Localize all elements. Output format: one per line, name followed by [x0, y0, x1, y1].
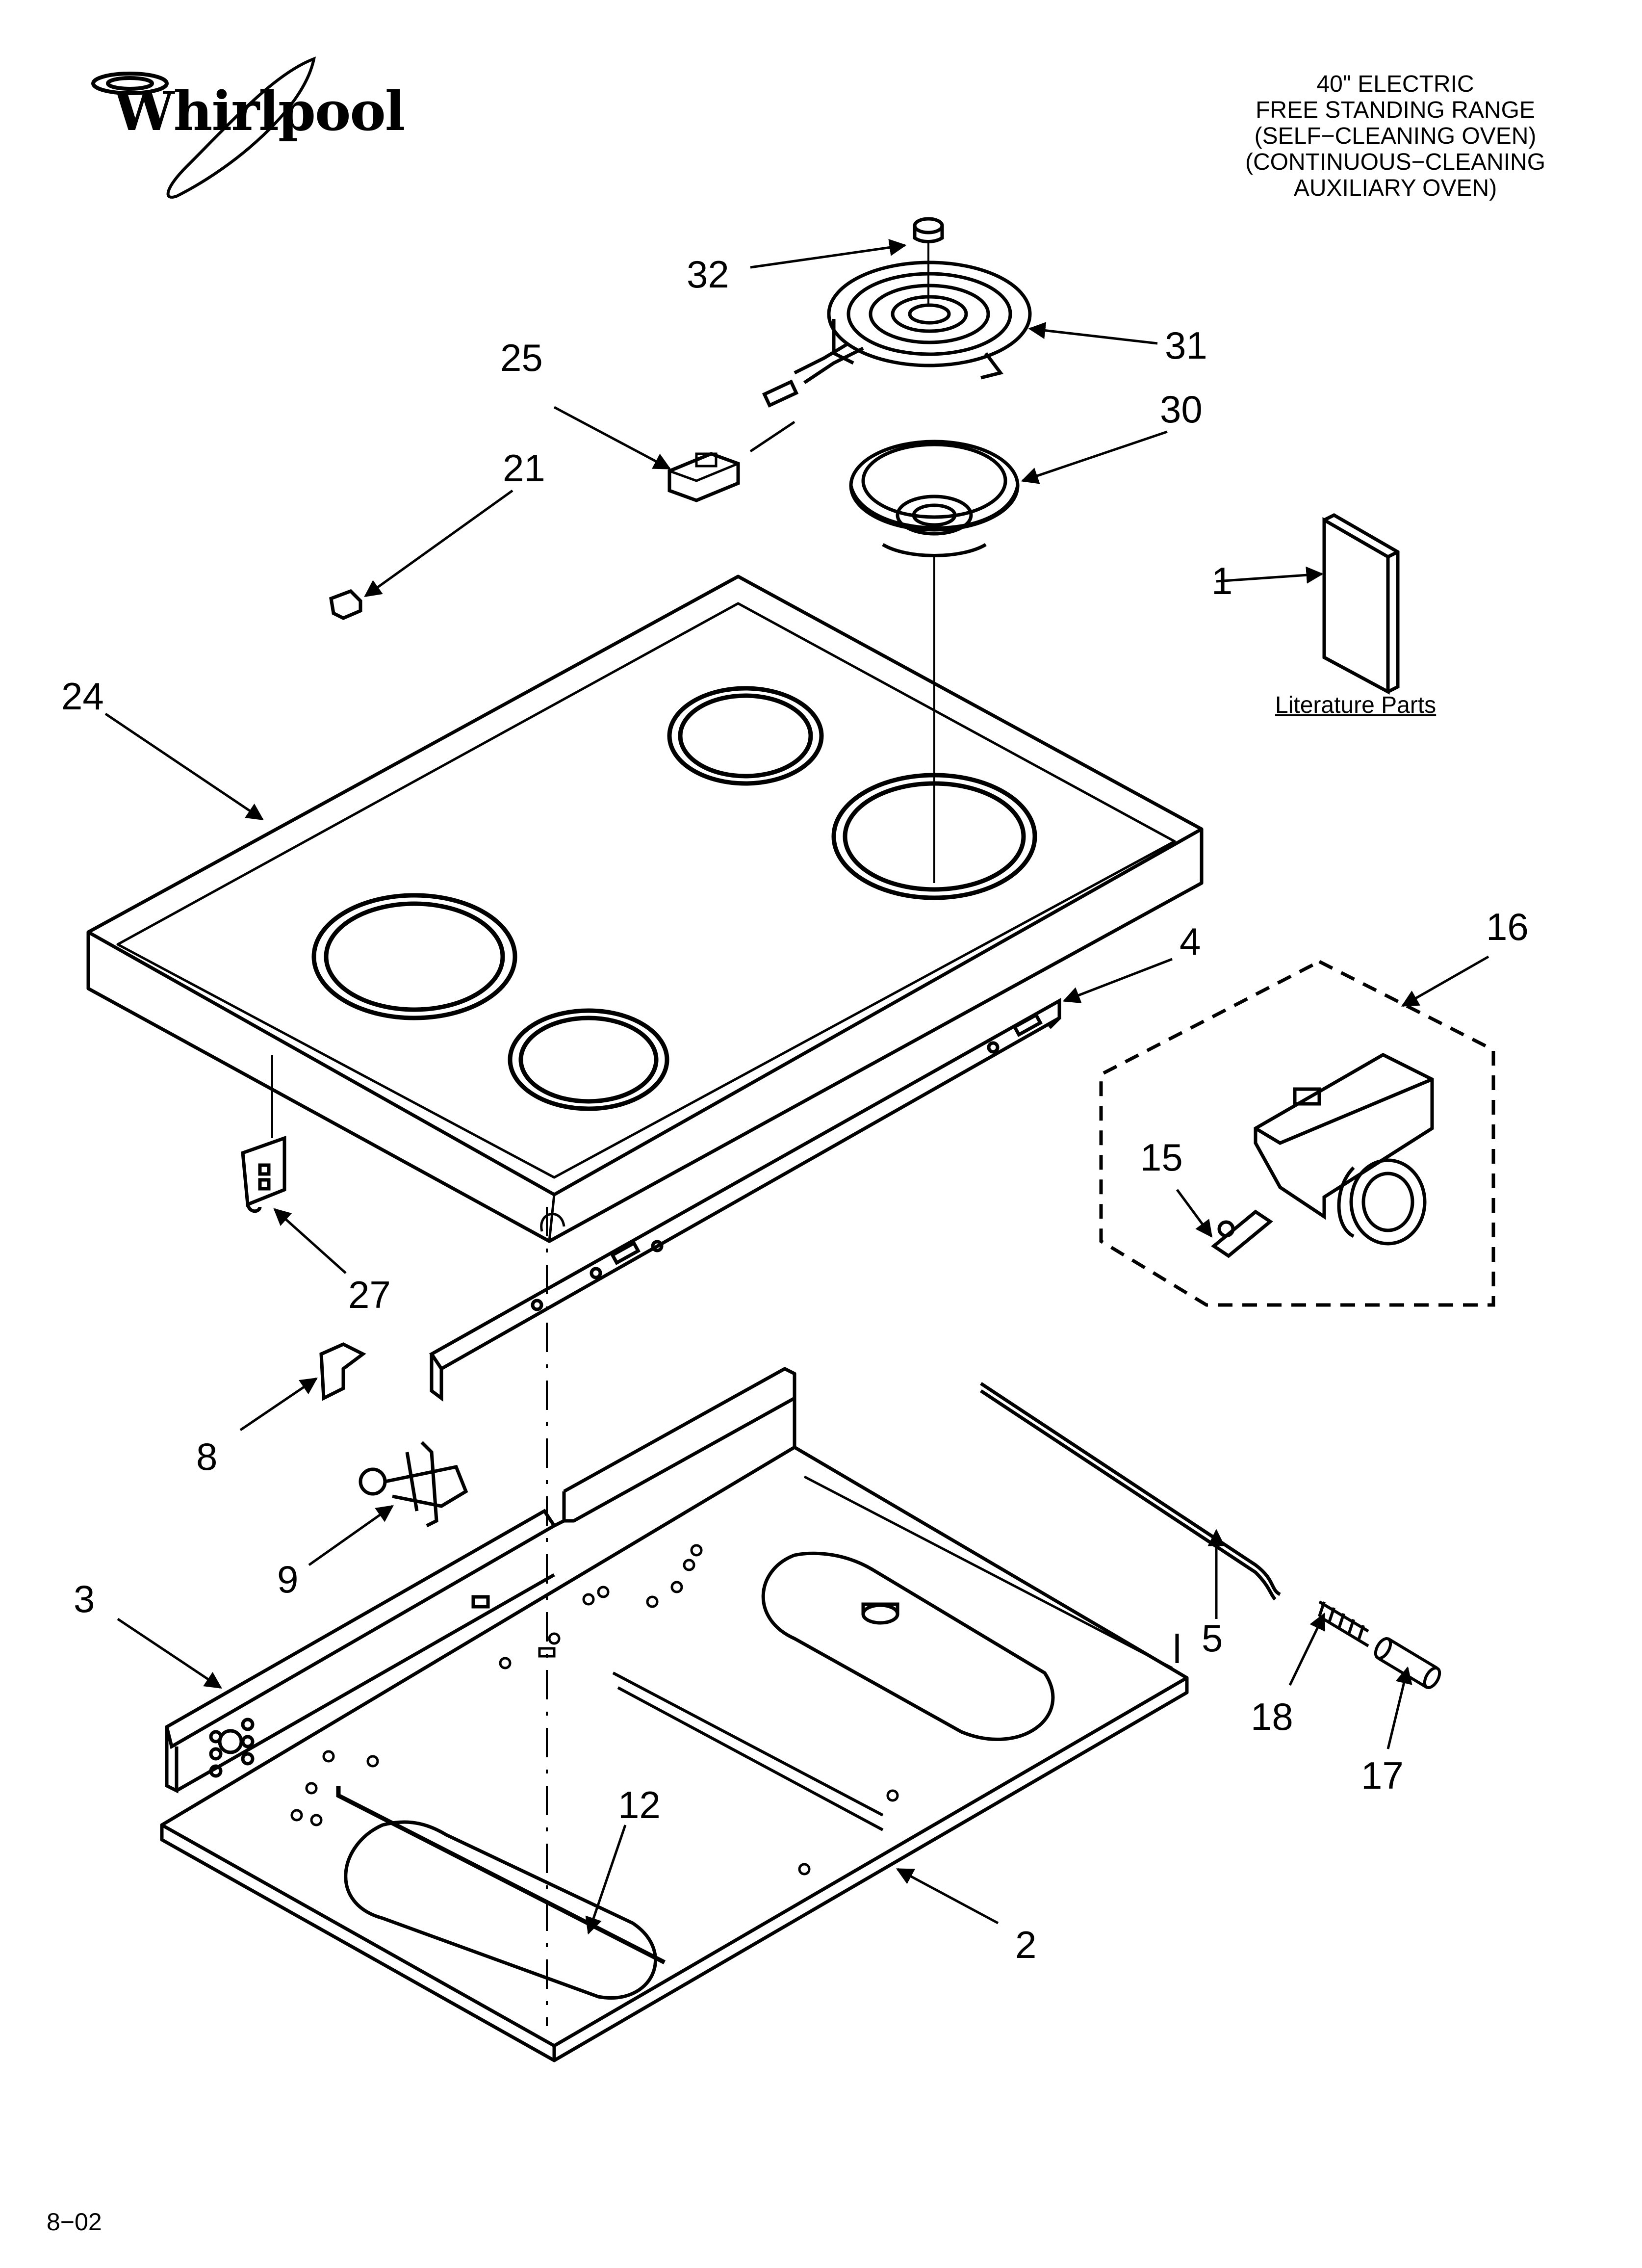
callout-25: 25: [500, 336, 543, 379]
whirlpool-logo: Whirlpool: [114, 79, 405, 143]
front-rail: [429, 998, 1061, 1402]
callout-31: 31: [1165, 324, 1207, 367]
literature-parts-label: Literature Parts: [1275, 692, 1437, 718]
clip-part: [329, 589, 362, 620]
callout-27: 27: [348, 1273, 391, 1316]
tray-openings: [344, 1551, 1055, 2000]
terminal-block: [667, 420, 795, 502]
alignment-lines: [271, 554, 935, 2026]
callout-16: 16: [1486, 905, 1529, 948]
callout-24: 24: [61, 675, 104, 718]
burner-box-tray: [160, 1367, 1189, 2062]
rod-5: [980, 1382, 1281, 1601]
bracket-27: [241, 1136, 286, 1213]
title-line: FREE STANDING RANGE: [1256, 97, 1535, 123]
callout-30: 30: [1160, 388, 1203, 431]
bracket-8: [319, 1342, 366, 1401]
surface-burner-element: [762, 261, 1032, 408]
model-title-block: 40" ELECTRIC FREE STANDING RANGE (SELF−C…: [1192, 71, 1599, 201]
drip-bowl: [849, 440, 1020, 557]
leader-arrows: [104, 239, 1489, 1935]
burner-cap-32: [913, 217, 944, 304]
tray-holes: [290, 1544, 899, 1876]
control-bracket-3: [164, 1509, 557, 1794]
title-line: (SELF−CLEANING OVEN): [1254, 123, 1537, 149]
callout-8: 8: [196, 1435, 218, 1478]
clock-assembly-group: [1099, 960, 1495, 1307]
tray-rod-12: [336, 1786, 666, 1965]
whirlpool-logo-swirl: [91, 56, 316, 199]
spring-18: [1318, 1600, 1369, 1647]
title-line: AUXILIARY OVEN): [1293, 175, 1497, 201]
literature-booklet: [1322, 513, 1400, 695]
callout-21: 21: [503, 446, 545, 490]
callout-5: 5: [1202, 1616, 1223, 1660]
callout-9: 9: [277, 1558, 299, 1601]
callout-15: 15: [1140, 1136, 1183, 1179]
title-line: 40" ELECTRIC: [1316, 71, 1474, 97]
sleeve-17: [1374, 1637, 1441, 1689]
footer-date-code: 8−02: [47, 2208, 102, 2236]
title-line: (CONTINUOUS−CLEANING: [1245, 149, 1546, 175]
callout-17: 17: [1361, 1754, 1404, 1797]
callout-18: 18: [1251, 1695, 1293, 1738]
callout-1: 1: [1211, 559, 1233, 602]
callout-12: 12: [618, 1783, 661, 1826]
callout-3: 3: [74, 1577, 95, 1620]
cooktop-main-top: [86, 574, 1204, 1243]
callout-4: 4: [1180, 920, 1201, 963]
callout-2: 2: [1015, 1923, 1037, 1966]
switch-part-9: [359, 1441, 468, 1528]
callout-32: 32: [687, 253, 729, 296]
